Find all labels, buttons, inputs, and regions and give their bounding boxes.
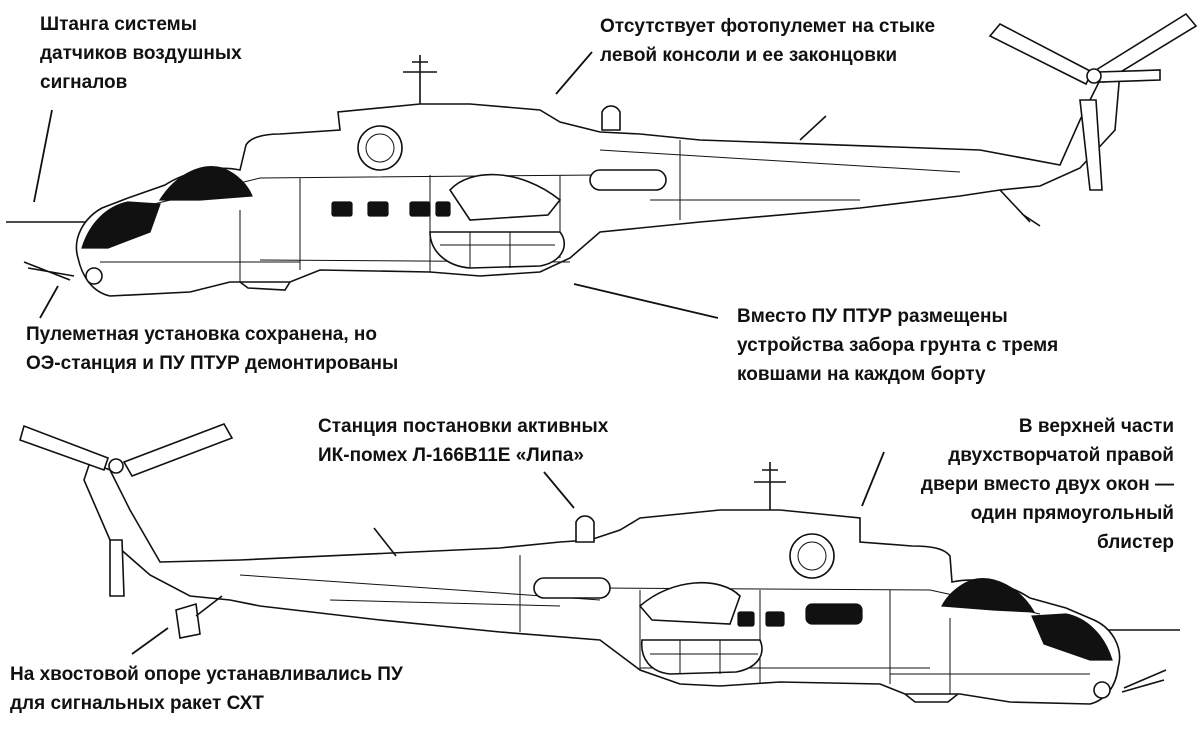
caption-line: ковшами на каждом борту <box>737 364 986 385</box>
caption-line: блистер <box>1096 532 1174 553</box>
caption-soil-sampler: Вместо ПУ ПТУР размещены устройства забо… <box>737 302 1058 389</box>
leader-gun-camera <box>555 51 593 95</box>
cabin-window <box>409 201 431 217</box>
engine-intake <box>789 533 835 579</box>
gun-mount <box>23 261 75 281</box>
antenna-mast <box>754 462 786 510</box>
landing-gear <box>239 281 291 291</box>
caption-line: левой консоли и ее законцовки <box>600 45 898 66</box>
ir-jammer <box>575 515 595 543</box>
caption-line: Пулеметная установка сохранена, но <box>26 324 378 345</box>
ir-jammer <box>601 105 621 131</box>
helicopter-right-side-view <box>19 423 1180 705</box>
caption-line: один прямоугольный <box>970 503 1174 524</box>
front-cockpit-glass <box>1031 613 1113 661</box>
helicopter-left-side-view <box>6 12 1198 297</box>
external-pod <box>589 169 667 191</box>
caption-line: Вместо ПУ ПТУР размещены <box>737 306 1008 327</box>
caption-line: Отсутствует фотопулемет на стыке <box>600 16 936 37</box>
antenna-mast <box>403 55 437 104</box>
tail-skid <box>999 189 1041 227</box>
caption-door-blister: В верхней части двухстворчатой правой дв… <box>921 412 1174 557</box>
cabin-window <box>435 201 451 217</box>
leader-door-blister <box>861 451 885 507</box>
gun-mount <box>1121 669 1167 693</box>
caption-line: На хвостовой опоре устанавливались ПУ <box>10 664 403 685</box>
soil-sampler <box>429 231 565 269</box>
caption-line: Станция постановки активных <box>318 416 609 437</box>
caption-air-data-boom: Штанга системы датчиков воздушных сигнал… <box>40 10 242 97</box>
cabin-window <box>765 611 785 627</box>
caption-flare-launchers: На хвостовой опоре устанавливались ПУ дл… <box>10 660 403 718</box>
caption-line: датчиков воздушных <box>40 43 242 64</box>
caption-line: В верхней части <box>1018 416 1174 437</box>
caption-gun-camera: Отсутствует фотопулемет на стыке левой к… <box>600 12 935 70</box>
leader-flare-launchers <box>131 627 169 655</box>
rear-cockpit-glass <box>158 166 253 201</box>
landing-gear <box>904 693 959 703</box>
engine-intake <box>357 125 403 171</box>
caption-line: Штанга системы <box>40 14 197 35</box>
soil-sampler <box>641 639 763 675</box>
caption-line: двухстворчатой правой <box>948 445 1174 466</box>
caption-line: сигналов <box>40 72 128 93</box>
leader-gun-mount <box>39 285 59 319</box>
leader-soil-sampler <box>573 283 719 319</box>
stub-wing <box>638 581 741 625</box>
caption-gun-mount: Пулеметная установка сохранена, но ОЭ-ст… <box>26 320 398 378</box>
stub-wing <box>448 173 562 221</box>
caption-line: устройства забора грунта с тремя <box>737 335 1059 356</box>
tail-rotor <box>19 423 234 597</box>
caption-line: ИК-помех Л-166В11Е «Липа» <box>318 445 584 466</box>
caption-line: двери вместо двух окон — <box>920 474 1174 495</box>
caption-line: ОЭ-станция и ПУ ПТУР демонтированы <box>26 353 399 374</box>
fuselage-panel-lines <box>100 140 961 282</box>
fuselage-panel-lines <box>239 555 1090 694</box>
leader-air-data-boom <box>33 109 53 203</box>
door-blister <box>805 603 863 625</box>
cabin-window <box>367 201 389 217</box>
flare-launcher <box>175 602 201 639</box>
front-cockpit-glass <box>81 201 161 249</box>
leader-lines <box>33 51 885 655</box>
cabin-window <box>737 611 755 627</box>
caption-line: для сигнальных ракет СХТ <box>10 693 264 714</box>
tail-rotor <box>988 12 1198 191</box>
cabin-window <box>331 201 353 217</box>
rear-cockpit-glass <box>941 578 1036 613</box>
leader-ir-jammer <box>543 471 575 509</box>
caption-ir-jammer: Станция постановки активных ИК-помех Л-1… <box>318 412 608 470</box>
external-pod <box>533 577 611 599</box>
